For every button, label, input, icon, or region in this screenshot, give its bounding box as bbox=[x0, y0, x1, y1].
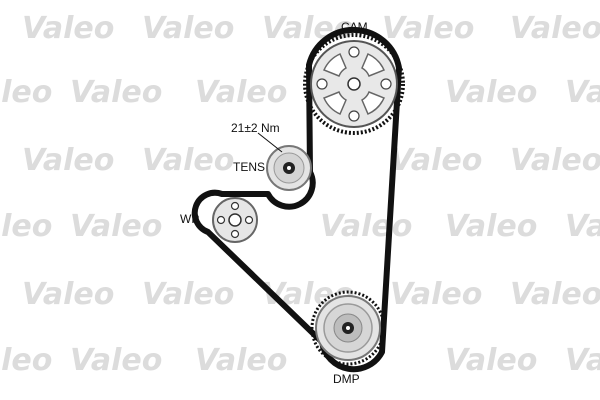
watermark: Valeo bbox=[445, 209, 537, 244]
water-pump-bolt-hole bbox=[230, 229, 240, 239]
cam-bolt-hole bbox=[316, 78, 328, 90]
cam-bolt-hole bbox=[348, 46, 360, 58]
watermark: Valeo bbox=[390, 143, 482, 178]
watermark: Valeo bbox=[70, 75, 162, 110]
watermark: Valeo bbox=[262, 11, 354, 46]
torque-label: 21±2 Nm bbox=[231, 121, 280, 135]
watermark: Valeo bbox=[0, 343, 52, 378]
watermark: Valeo bbox=[142, 143, 234, 178]
cam-pulley-teeth bbox=[303, 33, 405, 135]
watermark: Valeo bbox=[22, 143, 114, 178]
watermark: Valeo bbox=[565, 209, 600, 244]
tensioner-center bbox=[287, 166, 291, 170]
watermark: Valeo bbox=[22, 11, 114, 46]
cam-bolt-hole bbox=[380, 78, 392, 90]
watermark: Valeo bbox=[195, 75, 287, 110]
watermark: Valeo bbox=[0, 75, 52, 110]
watermark: Valeo bbox=[445, 343, 537, 378]
water-pump-bolt-hole bbox=[230, 201, 240, 211]
tensioner-label: TENS bbox=[233, 160, 265, 174]
water-pump-pulley bbox=[212, 197, 258, 243]
water-pump-label: WP bbox=[180, 212, 199, 226]
cam-label: CAM bbox=[341, 20, 368, 34]
damper-teeth bbox=[310, 290, 386, 366]
watermark: Valeo bbox=[445, 75, 537, 110]
watermark: Valeo bbox=[22, 277, 114, 312]
watermark-layer: Valeo Valeo Valeo Valeo Valeo Valeo Vale… bbox=[0, 11, 600, 378]
watermark: Valeo bbox=[565, 75, 600, 110]
watermark: Valeo bbox=[142, 11, 234, 46]
watermark: Valeo bbox=[0, 209, 52, 244]
water-pump-hub bbox=[228, 213, 242, 227]
watermark: Valeo bbox=[565, 343, 600, 378]
damper-label: DMP bbox=[333, 372, 360, 386]
water-pump-bolt-hole bbox=[244, 215, 254, 225]
water-pump-bolt-hole bbox=[216, 215, 226, 225]
watermark: Valeo bbox=[390, 277, 482, 312]
cam-pulley bbox=[303, 33, 405, 135]
watermark: Valeo bbox=[320, 209, 412, 244]
cam-pulley-hub bbox=[347, 77, 361, 91]
watermark: Valeo bbox=[510, 11, 600, 46]
damper-pulley bbox=[310, 290, 386, 366]
cam-bolt-hole bbox=[348, 110, 360, 122]
watermark: Valeo bbox=[70, 209, 162, 244]
watermark: Valeo bbox=[510, 277, 600, 312]
damper-center bbox=[346, 326, 350, 330]
watermark: Valeo bbox=[142, 277, 234, 312]
torque-leader-line bbox=[257, 132, 283, 153]
watermark: Valeo bbox=[195, 343, 287, 378]
watermark: Valeo bbox=[70, 343, 162, 378]
tensioner-pulley bbox=[266, 145, 312, 191]
watermark: Valeo bbox=[510, 143, 600, 178]
watermark: Valeo bbox=[382, 11, 474, 46]
cam-pulley-windows bbox=[322, 53, 386, 115]
